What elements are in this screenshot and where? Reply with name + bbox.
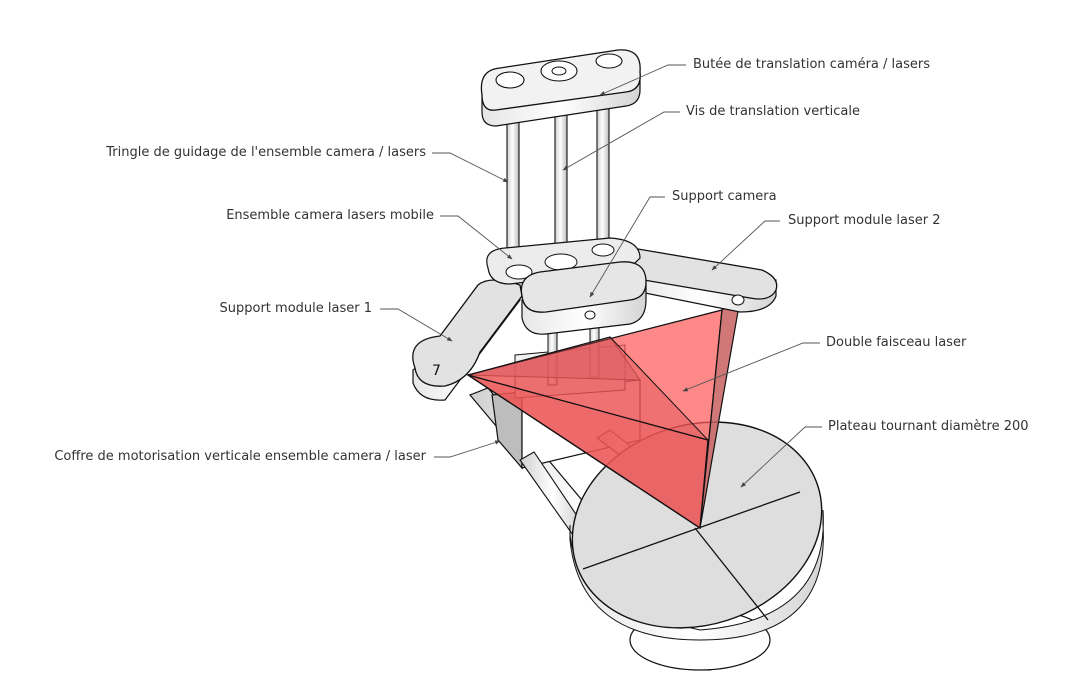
leader-support-camera [589,196,665,298]
top-stop-block [480,49,641,127]
label-support-laser-2: Support module laser 2 [788,213,941,228]
label-vis-translation: Vis de translation verticale [686,104,861,119]
label-support-laser-1: Support module laser 1 [219,301,372,316]
camera-carriage [486,237,647,335]
arm-marking: 7 [432,363,441,379]
label-plateau: Plateau tournant diamètre 200 [828,419,1029,434]
leader-tringle [432,152,509,183]
leader-coffre [434,440,501,458]
leader-laser2 [711,220,780,271]
label-ensemble-mobile: Ensemble camera lasers mobile [226,208,434,223]
label-support-camera: Support camera [672,189,777,204]
leader-laser1 [380,308,453,342]
label-butee: Butée de translation caméra / lasers [693,57,930,72]
leader-ensemble [440,215,513,260]
leader-lines [380,64,822,488]
laser-arm-1: 7 [412,279,523,401]
leader-plateau [740,426,822,488]
label-coffre: Coffre de motorisation verticale ensembl… [54,449,426,464]
leader-butee [599,64,686,96]
leader-faisceau [682,342,820,392]
vertical-rods [506,99,610,271]
laser-arm-2 [629,247,778,313]
laser-beams [466,298,741,530]
label-tringle: Tringle de guidage de l'ensemble camera … [106,145,426,160]
leader-vis [562,111,680,171]
label-double-faisceau: Double faisceau laser [826,335,967,350]
